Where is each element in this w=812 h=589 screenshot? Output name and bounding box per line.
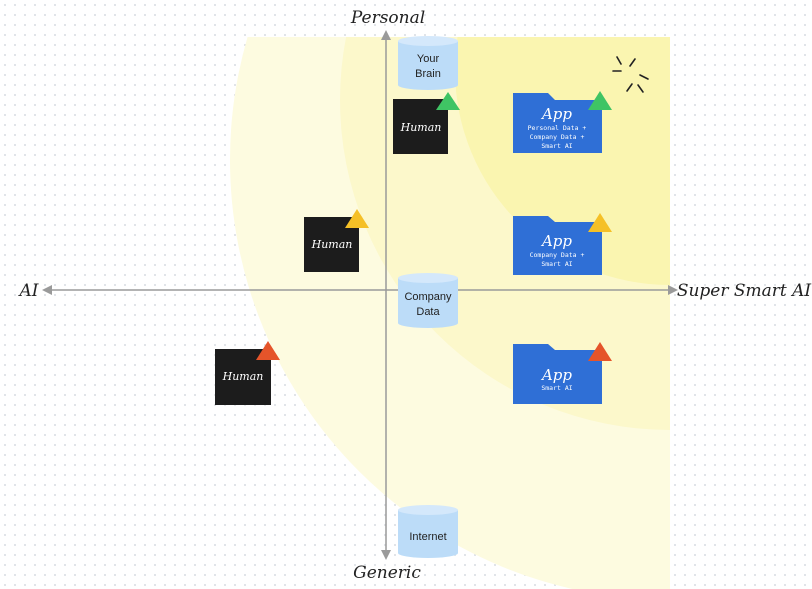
app-title: App (540, 232, 572, 250)
axis-label-right: Super Smart AI (677, 281, 812, 301)
cylinder-top (398, 273, 458, 283)
app-subtitle: Company Data + (530, 251, 585, 259)
triangle-green-icon (588, 91, 612, 110)
human-card: Human (393, 92, 460, 154)
human-label: Human (222, 370, 264, 383)
sparkle-icon (612, 56, 649, 93)
app-folder: App Personal Data + Company Data + Smart… (513, 91, 612, 153)
glow-inner (455, 37, 670, 285)
app-folder: App Smart AI (513, 342, 612, 404)
axis-label-bottom: Generic (353, 563, 421, 583)
human-label: Human (311, 238, 353, 251)
triangle-yellow-icon (345, 209, 369, 228)
triangle-red-icon (256, 341, 280, 360)
human-label: Human (400, 121, 442, 134)
arrow-down-icon (381, 550, 391, 560)
cylinder-internet: Internet (398, 505, 458, 558)
cylinder-body (398, 41, 458, 90)
cylinder-label: Company (404, 291, 452, 303)
folder-icon (513, 344, 602, 404)
cylinder-label: Your (417, 53, 440, 65)
arrow-right-icon (668, 285, 678, 295)
cylinder-label: Brain (415, 68, 441, 80)
app-subtitle: Smart AI (541, 384, 572, 392)
cylinder-body (398, 510, 458, 558)
app-title: App (540, 105, 572, 123)
cylinder-company-data: Company Data (398, 273, 458, 328)
folder-icon (513, 93, 602, 153)
app-subtitle: Personal Data + (528, 124, 587, 132)
triangle-green-icon (436, 92, 460, 110)
app-folder: App Company Data + Smart AI (513, 213, 612, 275)
cylinder-top (398, 505, 458, 515)
cylinder-top (398, 36, 458, 46)
triangle-yellow-icon (588, 213, 612, 232)
cylinder-label: Data (416, 306, 440, 318)
app-title: App (540, 366, 572, 384)
app-subtitle: Smart AI (541, 260, 572, 268)
arrow-up-icon (381, 30, 391, 40)
human-card: Human (304, 209, 369, 272)
axis-label-top: Personal (350, 8, 425, 28)
cylinder-label: Internet (409, 531, 446, 543)
axis-label-left: AI (18, 281, 39, 301)
cylinder-body (398, 278, 458, 328)
app-subtitle: Smart AI (541, 142, 572, 150)
cylinder-your-brain: Your Brain (398, 36, 458, 90)
human-card: Human (215, 341, 280, 405)
folder-icon (513, 216, 602, 275)
app-subtitle: Company Data + (530, 133, 585, 141)
arrow-left-icon (42, 285, 52, 295)
triangle-red-icon (588, 342, 612, 361)
axes (42, 30, 678, 560)
